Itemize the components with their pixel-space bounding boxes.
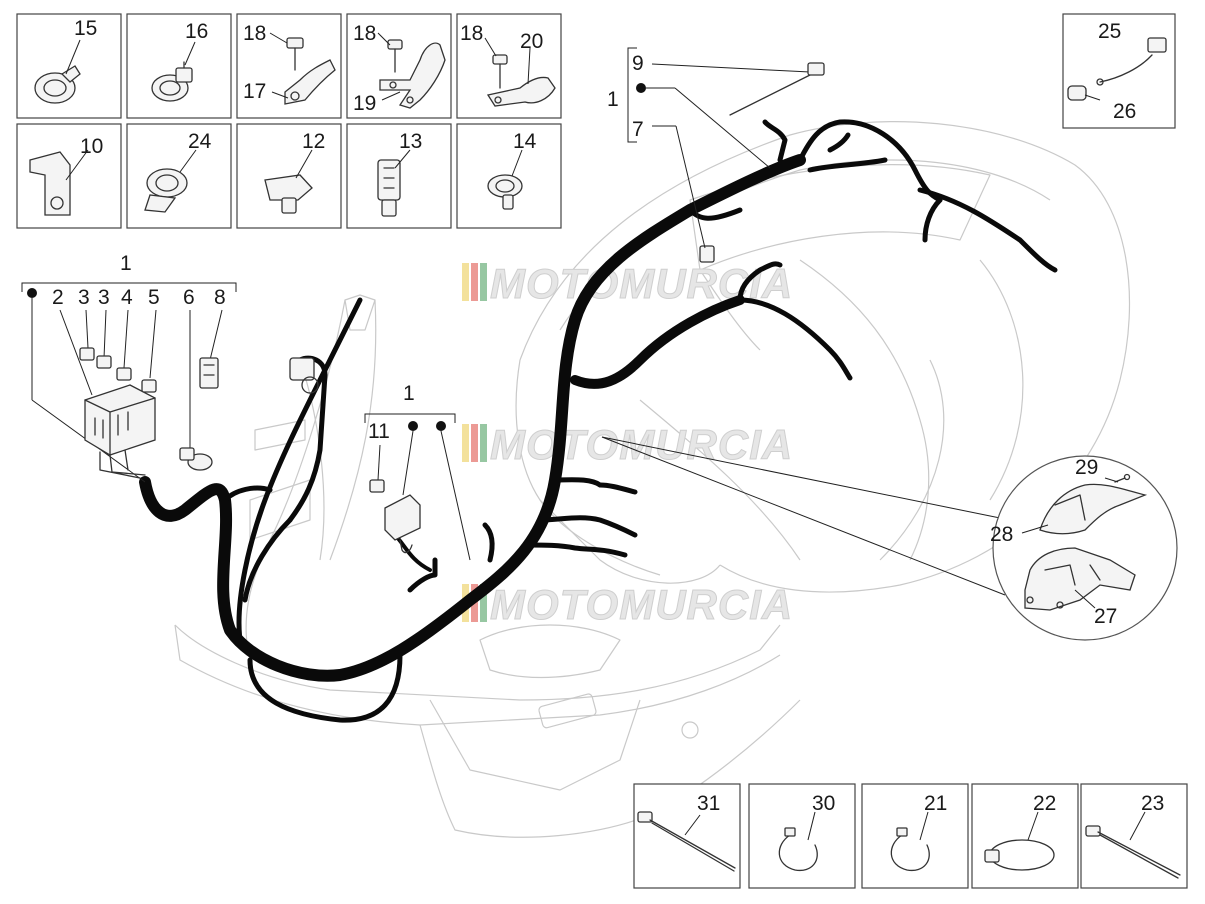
callout-25: 25 xyxy=(1098,20,1121,43)
clamp-part-15 xyxy=(34,39,81,104)
clamp-part-24 xyxy=(144,149,197,213)
bracket-part-20 xyxy=(484,37,556,107)
clamp-part-14 xyxy=(487,149,523,210)
fuse-3b xyxy=(96,355,112,369)
callout-16: 16 xyxy=(185,20,208,43)
detail-circle-outline xyxy=(992,455,1178,641)
fuse-5 xyxy=(141,379,157,393)
callout-5: 5 xyxy=(148,286,160,309)
callout-26: 26 xyxy=(1113,100,1136,123)
watermark-bottom: MOTOMURCIA xyxy=(462,581,793,629)
bullet-center-a xyxy=(408,421,418,431)
callout-18a: 18 xyxy=(243,22,266,45)
hose-clamp-21 xyxy=(890,811,930,872)
bolt-18c-head xyxy=(492,54,508,65)
callout-14: 14 xyxy=(513,130,537,153)
callout-4: 4 xyxy=(121,286,133,309)
callout-1-center: 1 xyxy=(403,382,415,405)
harness-clips xyxy=(289,245,715,394)
connector-box: 25 26 xyxy=(1062,13,1176,129)
callout-13: 13 xyxy=(399,130,422,153)
callout-7: 7 xyxy=(632,118,644,141)
cable-tie-31 xyxy=(637,811,736,872)
watermark-text-middle: MOTOMURCIA xyxy=(490,421,793,468)
relay-8 xyxy=(199,357,219,389)
main-wiring-harness xyxy=(139,119,1058,723)
callout-31: 31 xyxy=(697,792,720,815)
detail-circle: 29 28 27 xyxy=(601,436,1178,641)
part-box-22 xyxy=(971,783,1079,889)
part-box-13 xyxy=(346,123,452,229)
bolt-18-head xyxy=(286,37,304,49)
top-callout-group: 9 1 7 xyxy=(607,47,825,249)
callout-1-left: 1 xyxy=(120,252,132,275)
connector-25 xyxy=(1147,37,1167,53)
callout-27: 27 xyxy=(1094,605,1117,628)
callout-28: 28 xyxy=(990,523,1013,546)
callout-9: 9 xyxy=(632,52,644,75)
part-box-16 xyxy=(126,13,232,119)
cap-26 xyxy=(1067,85,1087,101)
bracket-part-19 xyxy=(377,32,446,109)
bracket-part-17 xyxy=(269,32,336,105)
center-callout-group: 1 11 xyxy=(364,382,471,561)
cover-part-28 xyxy=(1039,483,1148,535)
loop-tie-22 xyxy=(984,811,1055,871)
watermark-text-bottom: MOTOMURCIA xyxy=(490,581,793,628)
bottom-parts-grid: 31 30 21 22 23 xyxy=(633,783,1188,889)
callout-3a: 3 xyxy=(78,286,90,309)
part-box-31 xyxy=(633,783,741,889)
callout-24: 24 xyxy=(188,130,212,153)
bullet-left xyxy=(27,288,37,298)
callout-23: 23 xyxy=(1141,792,1164,815)
left-callout-group: 1 2 3 3 4 5 6 8 xyxy=(21,252,237,483)
part-box-30 xyxy=(748,783,856,889)
fuse-11 xyxy=(369,479,385,493)
callout-8: 8 xyxy=(214,286,226,309)
callout-19: 19 xyxy=(353,92,376,115)
cable-tie-9 xyxy=(729,62,825,116)
callout-15: 15 xyxy=(74,17,97,40)
bracket-part-10 xyxy=(29,149,89,216)
front-connector xyxy=(289,357,315,381)
hose-clamp-30 xyxy=(778,811,818,872)
clip-6 xyxy=(179,447,213,471)
callout-10: 10 xyxy=(80,135,103,158)
fuse-holder xyxy=(384,494,421,554)
bullet-top xyxy=(636,83,646,93)
fuse-4 xyxy=(116,367,132,381)
callout-30: 30 xyxy=(812,792,835,815)
callout-12: 12 xyxy=(302,130,325,153)
cable-tie-23 xyxy=(1085,811,1181,879)
clip-part-13 xyxy=(377,149,411,217)
part-box-21 xyxy=(861,783,969,889)
bracket-part-27 xyxy=(1024,547,1136,611)
callout-3b: 3 xyxy=(98,286,110,309)
callout-2: 2 xyxy=(52,286,64,309)
callout-11: 11 xyxy=(368,420,390,443)
fuse-3a xyxy=(79,347,95,361)
callout-29: 29 xyxy=(1075,456,1098,479)
callout-17: 17 xyxy=(243,80,266,103)
callout-6: 6 xyxy=(183,286,195,309)
clip-part-12 xyxy=(264,149,313,214)
bullet-center-b xyxy=(436,421,446,431)
callout-1-top: 1 xyxy=(607,88,619,111)
callout-21: 21 xyxy=(924,792,947,815)
clip-7-marker xyxy=(699,245,715,263)
callout-18c: 18 xyxy=(460,22,483,45)
part-box-25-26 xyxy=(1062,13,1176,129)
callout-20: 20 xyxy=(520,30,543,53)
callout-22: 22 xyxy=(1033,792,1056,815)
top-parts-grid: 15 16 18 17 18 19 18 20 10 24 12 13 14 xyxy=(16,13,562,229)
callout-18b: 18 xyxy=(353,22,376,45)
fuse-box-2 xyxy=(84,384,156,479)
clamp-part-16 xyxy=(151,41,196,102)
watermark-middle: MOTOMURCIA xyxy=(462,421,793,469)
